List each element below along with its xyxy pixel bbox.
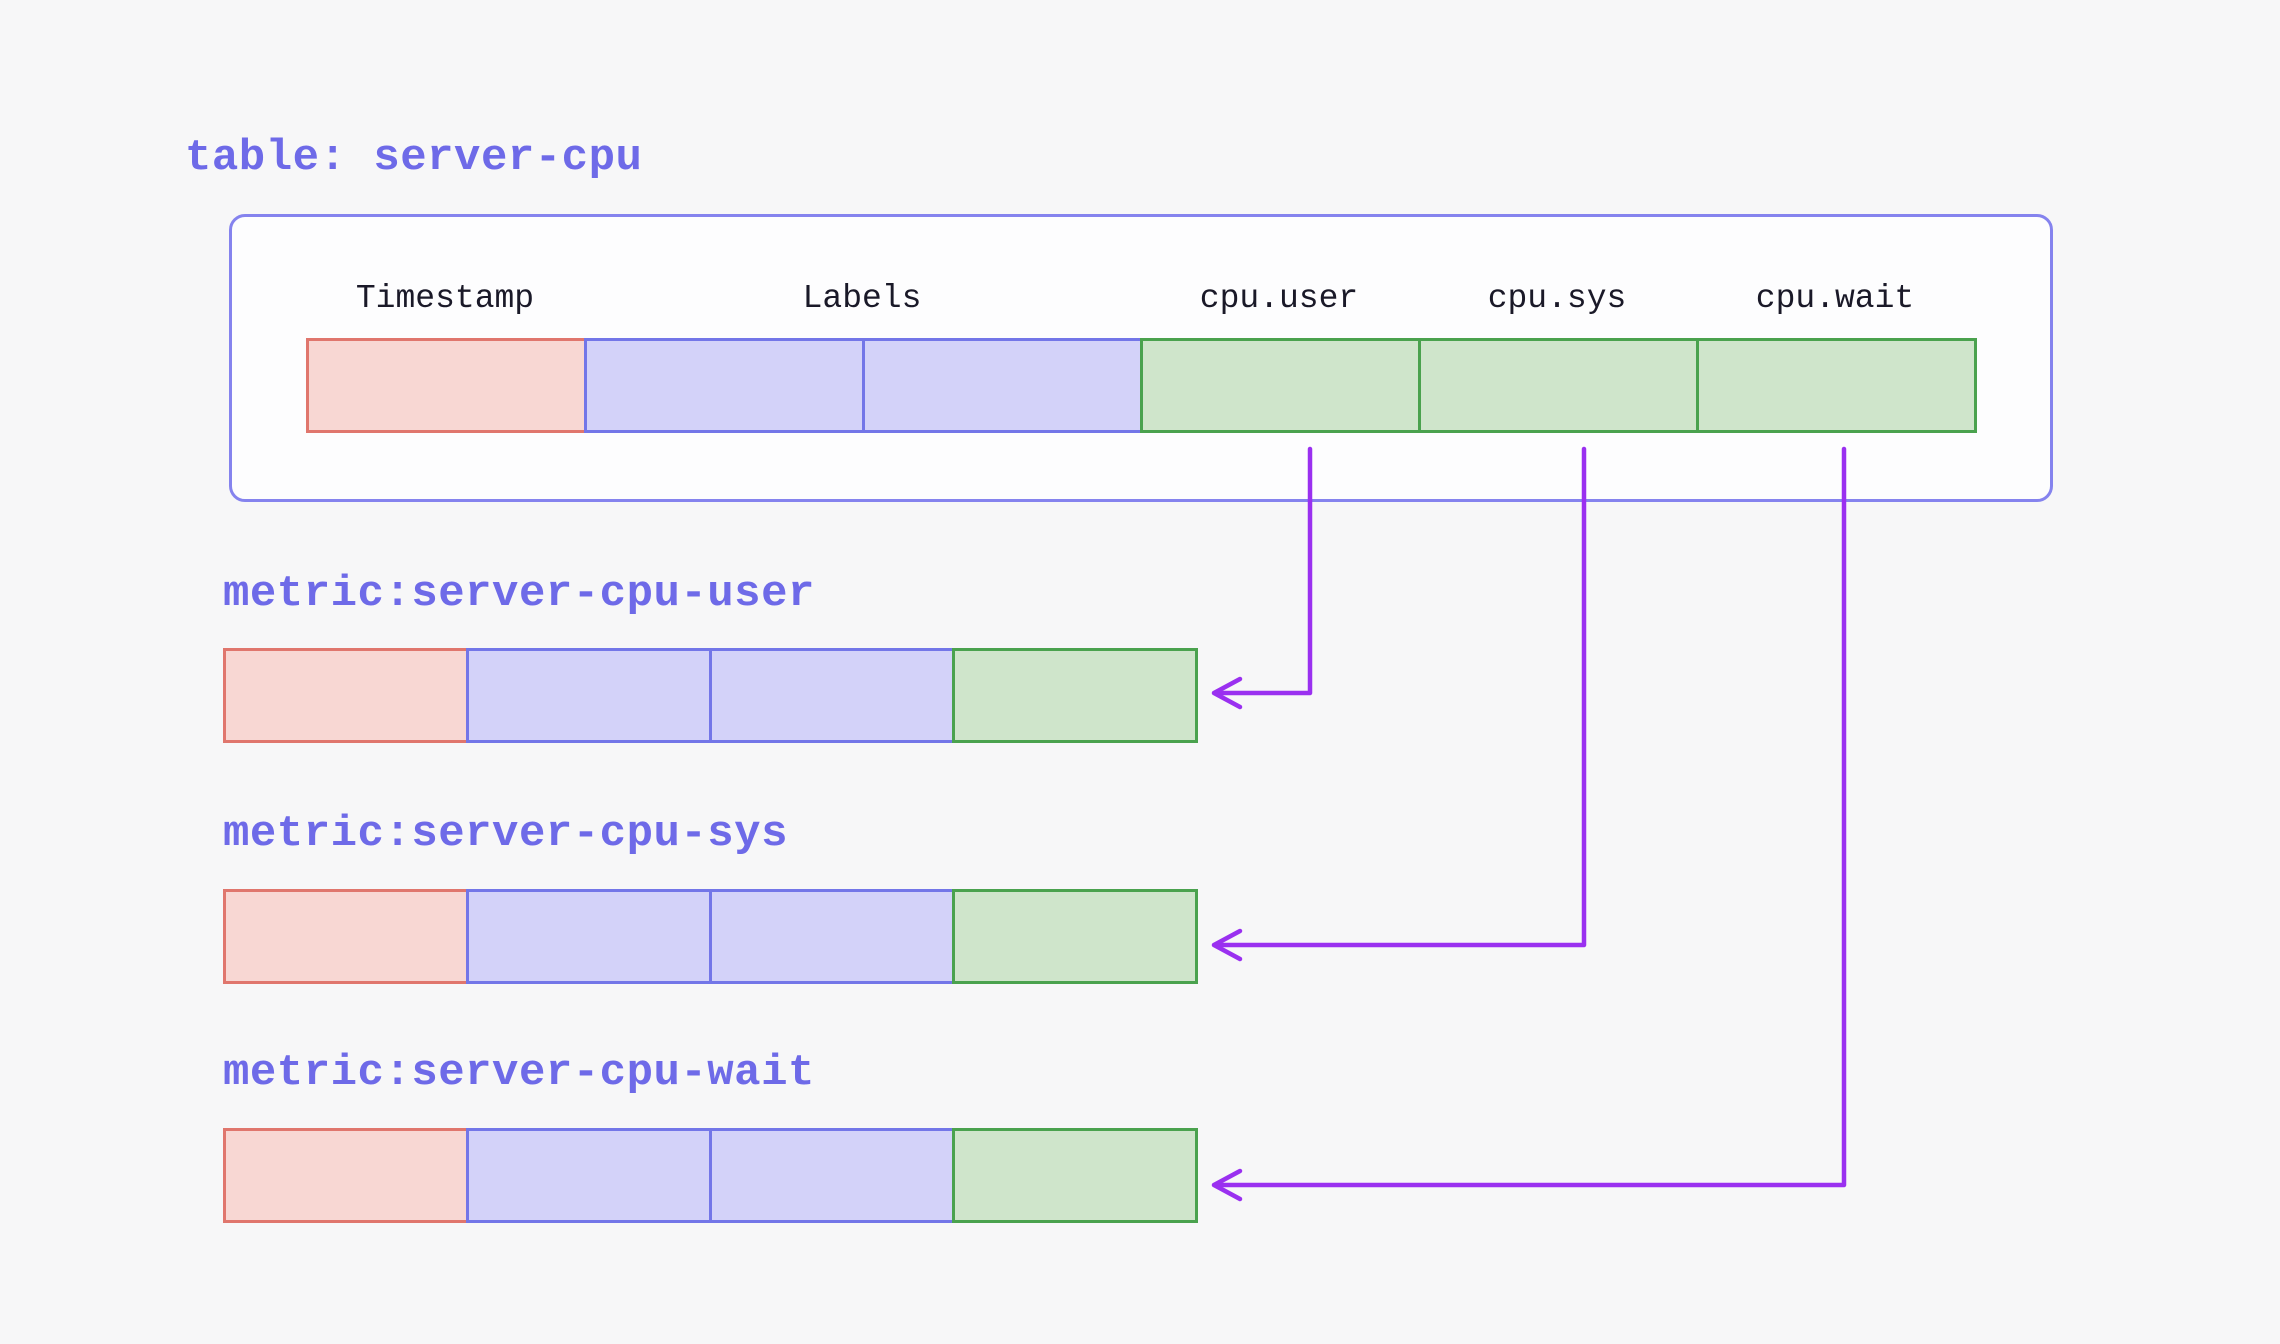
column-header-cpu-user: cpu.user [1199, 280, 1359, 317]
metric-row-cpu-sys [223, 889, 1198, 984]
metric-cell-timestamp [223, 1128, 469, 1223]
metric-cell-timestamp [223, 889, 469, 984]
table-cell-label-2 [862, 338, 1143, 433]
metric-row-cpu-wait [223, 1128, 1198, 1223]
metric-cell-value [952, 1128, 1198, 1223]
metric-label-cpu-user: metric:server-cpu-user [223, 569, 815, 619]
metric-cell-label-2 [709, 648, 955, 743]
table-title: table: server-cpu [185, 133, 643, 183]
column-header-labels: Labels [802, 280, 922, 317]
metric-row-cpu-user [223, 648, 1198, 743]
table-cell-cpu-user [1140, 338, 1421, 433]
arrow-cpu-wait-to-metric [1211, 446, 1847, 1202]
metric-cell-label-2 [709, 889, 955, 984]
column-header-cpu-sys: cpu.sys [1487, 280, 1627, 317]
metric-cell-timestamp [223, 648, 469, 743]
metric-cell-value [952, 648, 1198, 743]
arrow-cpu-sys-to-metric [1211, 446, 1587, 962]
column-header-timestamp: Timestamp [355, 280, 535, 317]
metric-cell-value [952, 889, 1198, 984]
table-row [306, 338, 1977, 433]
column-header-cpu-wait: cpu.wait [1755, 280, 1915, 317]
table-cell-label-1 [584, 338, 865, 433]
metric-cell-label-2 [709, 1128, 955, 1223]
metric-label-cpu-wait: metric:server-cpu-wait [223, 1048, 815, 1098]
metric-cell-label-1 [466, 1128, 712, 1223]
table-cell-cpu-sys [1418, 338, 1699, 433]
metric-cell-label-1 [466, 648, 712, 743]
table-cell-timestamp [306, 338, 587, 433]
table-cell-cpu-wait [1696, 338, 1977, 433]
metric-label-cpu-sys: metric:server-cpu-sys [223, 809, 788, 859]
metric-cell-label-1 [466, 889, 712, 984]
